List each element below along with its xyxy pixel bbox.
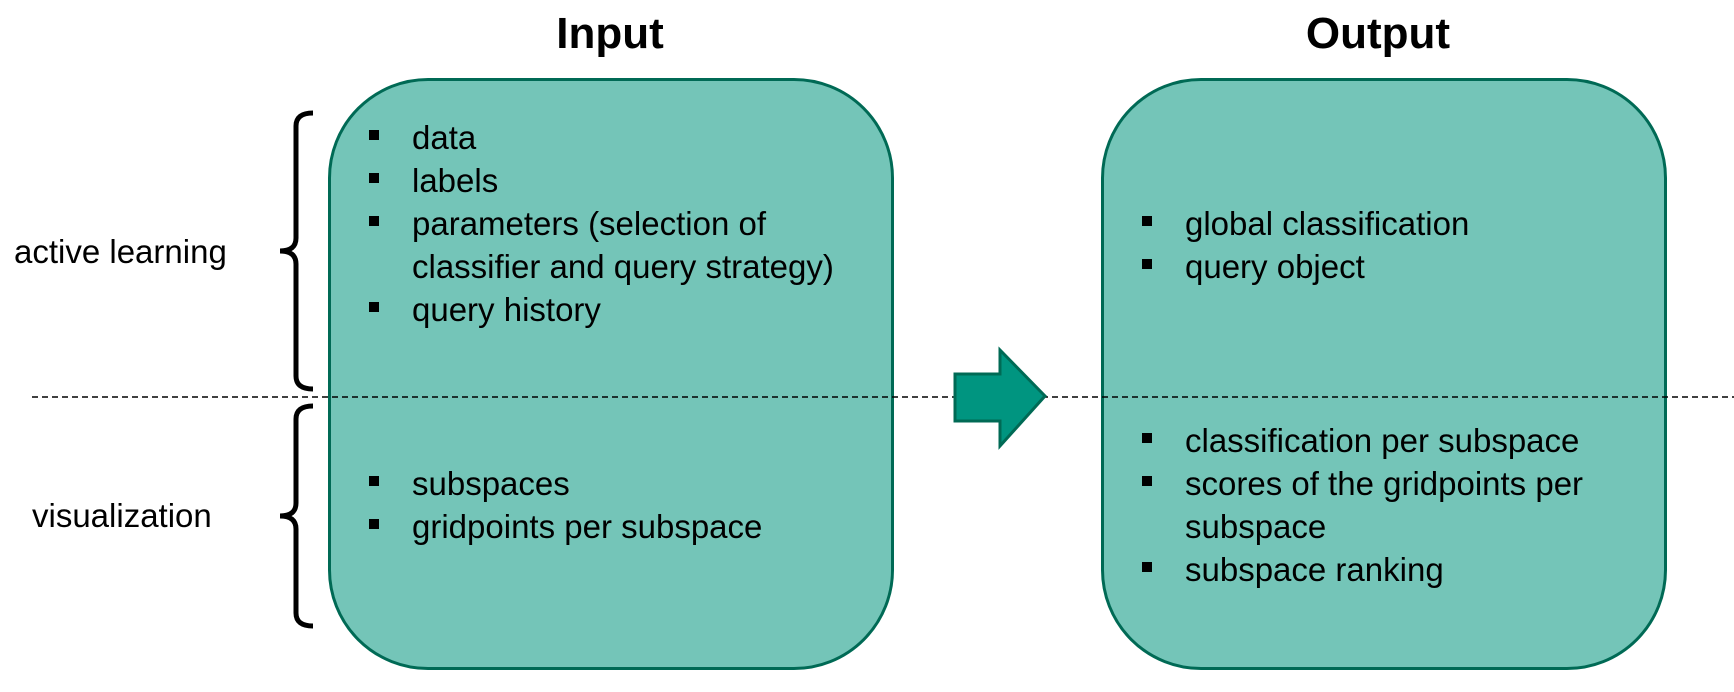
output-active-learning-list: global classification query object — [1137, 202, 1657, 288]
list-item: query history — [364, 288, 884, 331]
input-visualization-list: subspaces gridpoints per subspace — [364, 462, 884, 548]
list-item: labels — [364, 159, 884, 202]
output-box — [1101, 78, 1667, 670]
list-item: subspace ranking — [1137, 548, 1657, 591]
list-item: classification per subspace — [1137, 419, 1657, 462]
active-learning-label: active learning — [14, 233, 227, 270]
list-item: subspaces — [364, 462, 884, 505]
input-box — [328, 78, 894, 670]
input-active-learning-list: data labels parameters (selection of cla… — [364, 116, 884, 331]
left-brace-icon — [279, 110, 314, 392]
output-title: Output — [1305, 9, 1451, 58]
visualization-label: visualization — [32, 497, 212, 534]
list-item: global classification — [1137, 202, 1657, 245]
list-item: data — [364, 116, 884, 159]
list-item: parameters (selection of classifier and … — [364, 202, 884, 288]
input-title: Input — [556, 9, 664, 58]
list-item: gridpoints per subspace — [364, 505, 884, 548]
left-brace-icon — [279, 403, 314, 629]
list-item: query object — [1137, 245, 1657, 288]
right-arrow-icon — [953, 346, 1048, 450]
list-item: scores of the gridpoints per subspace — [1137, 462, 1657, 548]
output-visualization-list: classification per subspace scores of th… — [1137, 419, 1657, 591]
